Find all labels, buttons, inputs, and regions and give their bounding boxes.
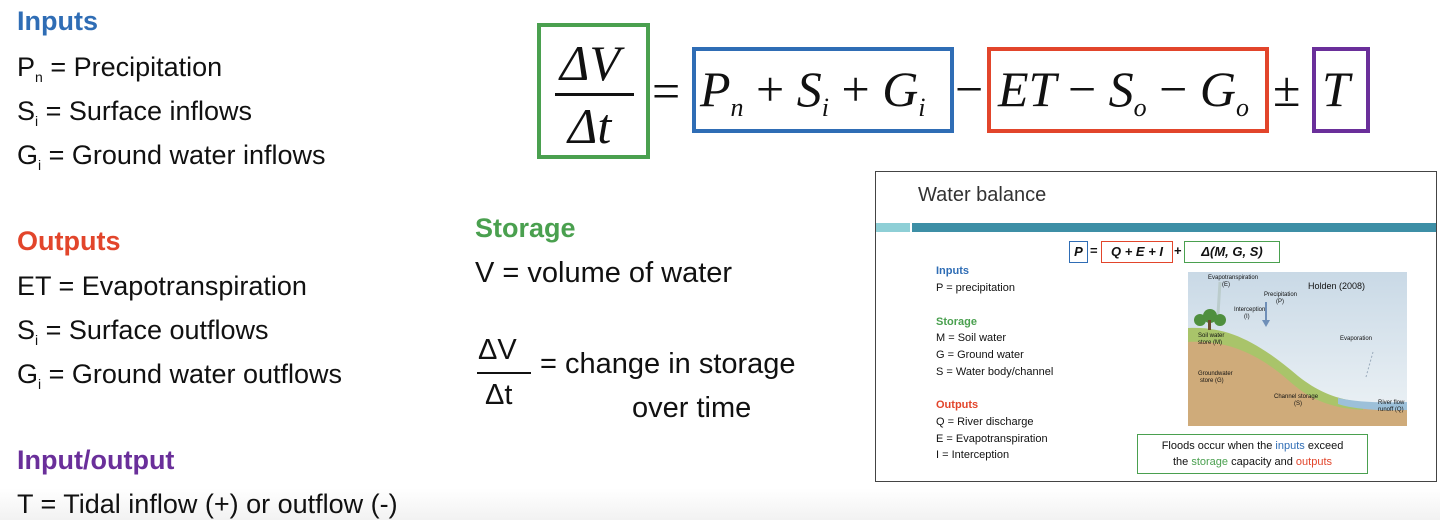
storage-box xyxy=(537,23,650,159)
output-ground-water-outflows: Gi = Ground water outflows xyxy=(17,359,343,392)
storage-frac-bar xyxy=(477,372,531,374)
eq-tidal-term: T xyxy=(1322,61,1350,117)
hydrology-figure: Evapotranspiration (E) Holden (2008) Pre… xyxy=(1188,272,1407,426)
slide-outputs-heading: Outputs xyxy=(936,399,979,411)
slide-equation: P = Q + E + I + Δ(M, G, S) xyxy=(1069,241,1281,263)
storage-frac-den: Δt xyxy=(485,379,513,411)
fig-intercept-sym: (I) xyxy=(1244,314,1250,320)
fig-soil-water: Soil water xyxy=(1198,333,1225,339)
slide-inputs-heading: Inputs xyxy=(936,265,969,277)
fig-precip-sym: (P) xyxy=(1276,299,1284,305)
fig-evap-sym: (E) xyxy=(1222,282,1230,288)
slide-storage-soil: M = Soil water xyxy=(936,332,1006,344)
eq-fraction-bar xyxy=(555,93,634,96)
slide-output-evapotranspiration: E = Evapotranspiration xyxy=(936,433,1048,445)
slide-title: Water balance xyxy=(918,184,1047,206)
fig-groundwater-2: store (G) xyxy=(1200,378,1224,384)
input-ground-water-inflows: Gi = Ground water inflows xyxy=(17,140,326,173)
input-surface-inflows: Si = Surface inflows xyxy=(17,96,252,129)
inputs-heading: Inputs xyxy=(17,6,98,36)
fig-river-flow-2: runoff (Q) xyxy=(1378,407,1404,413)
fig-groundwater: Groundwater xyxy=(1198,371,1233,377)
slide-accent-light xyxy=(876,223,910,232)
output-surface-outflows: Si = Surface outflows xyxy=(17,315,269,348)
eq-minus-outputs: − xyxy=(955,61,984,117)
bottom-shadow xyxy=(0,488,1440,520)
eq-plus-minus: ± xyxy=(1273,61,1301,117)
eq-denominator: Δt xyxy=(568,98,612,154)
floods-note: Floods occur when the inputs exceed the … xyxy=(1137,434,1368,474)
fig-channel-storage: Channel storage xyxy=(1274,394,1319,400)
eq-equals: = xyxy=(652,63,681,119)
slide-storage-heading: Storage xyxy=(936,316,977,328)
storage-frac-num: ΔV xyxy=(478,334,517,366)
slide-storage-channel: S = Water body/channel xyxy=(936,366,1054,378)
fig-channel-storage-2: (S) xyxy=(1294,401,1302,407)
slide-input-precipitation: P = precipitation xyxy=(936,282,1015,294)
storage-volume-line: V = volume of water xyxy=(475,257,733,289)
outputs-heading: Outputs xyxy=(17,226,121,256)
landscape-illustration xyxy=(1188,272,1407,426)
storage-heading: Storage xyxy=(475,213,576,243)
eq-inputs-terms: Pn + Si + Gi xyxy=(700,61,926,122)
slide-output-interception: I = Interception xyxy=(936,449,1010,461)
tidal-flow-line-overlay: T = Tidal inflow (+) or outflow (-) xyxy=(17,489,398,519)
fig-precipitation: Precipitation xyxy=(1264,292,1298,298)
eq-outputs-terms: ET − So − Go xyxy=(998,61,1249,122)
storage-desc-2: over time xyxy=(632,392,752,424)
inout-heading: Input/output xyxy=(17,445,175,475)
slide-accent-bar xyxy=(912,223,1436,232)
eq-numerator: ΔV xyxy=(560,35,620,91)
fig-source: Holden (2008) xyxy=(1308,281,1366,291)
fig-river-flow: River flow xyxy=(1378,400,1405,406)
fig-evaporation: Evaporation xyxy=(1340,336,1373,342)
fig-interception: Interception xyxy=(1234,307,1266,313)
outputs-box xyxy=(987,47,1269,133)
storage-desc-1: = change in storage xyxy=(540,348,796,380)
tidal-box xyxy=(1312,47,1370,133)
slide-output-discharge: Q = River discharge xyxy=(936,416,1034,428)
output-evapotranspiration: ET = Evapotranspiration xyxy=(17,271,307,301)
inputs-box xyxy=(692,47,954,133)
slide-storage-ground: G = Ground water xyxy=(936,349,1024,361)
fig-evapotranspiration: Evapotranspiration xyxy=(1208,275,1259,281)
input-precipitation: Pn = Precipitation xyxy=(17,52,223,85)
water-balance-slide: Water balance P = Q + E + I + Δ(M, G, S)… xyxy=(875,171,1437,482)
fig-soil-water-2: store (M) xyxy=(1198,340,1222,346)
